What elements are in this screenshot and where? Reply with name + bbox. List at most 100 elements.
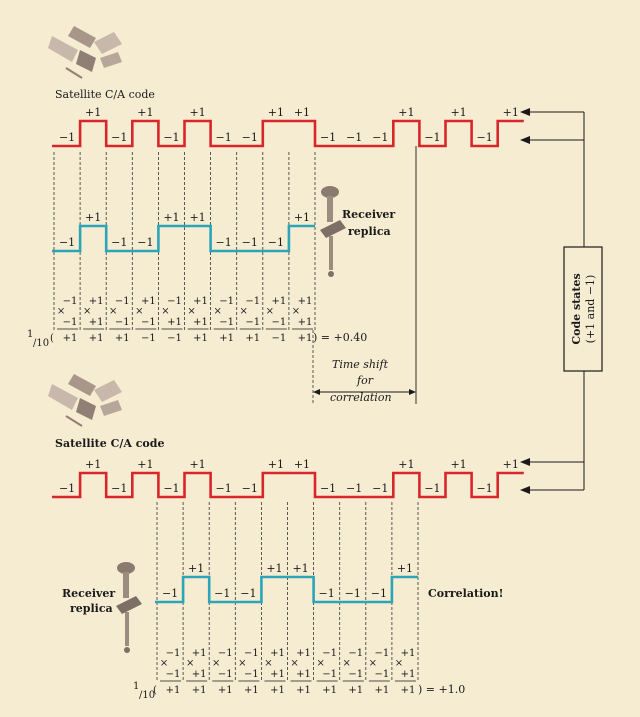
multiply-sign: ×: [161, 306, 169, 317]
product-replica-value: −1: [218, 669, 233, 680]
svg-text:/10: /10: [139, 690, 155, 701]
product-replica-value: +1: [401, 669, 416, 680]
code-states-label: Code states: [570, 273, 583, 344]
svg-text:/10: /10: [33, 338, 49, 349]
chip-label: −1: [345, 587, 361, 600]
product-replica-value: −1: [166, 669, 181, 680]
product-satellite-value: −1: [167, 296, 182, 307]
product-satellite-value: +1: [270, 648, 285, 659]
chip-label: +1: [266, 562, 282, 575]
product-result-value: +1: [348, 685, 363, 696]
product-result-value: +1: [115, 333, 130, 344]
product-replica-value: −1: [348, 669, 363, 680]
multiply-sign: ×: [135, 306, 143, 317]
multiply-sign: ×: [83, 306, 91, 317]
fraction-prefix-bottom: 1 /10: [133, 681, 155, 701]
chip-label: −1: [372, 131, 388, 144]
product-satellite-value: +1: [193, 296, 208, 307]
chip-label: −1: [371, 587, 387, 600]
chip-label: +1: [397, 562, 413, 575]
chip-label: −1: [216, 482, 232, 495]
satellite-icon: [48, 26, 122, 79]
chip-label: −1: [320, 131, 336, 144]
chip-label: −1: [163, 131, 179, 144]
multiply-sign: ×: [240, 306, 248, 317]
product-satellite-value: +1: [298, 296, 313, 307]
product-satellite-value: −1: [244, 648, 259, 659]
chip-label: −1: [319, 587, 335, 600]
product-replica-value: −1: [63, 317, 78, 328]
multiply-sign: ×: [395, 658, 403, 669]
product-calculations: −1×−1+1+1×+1+1−1×−1+1+1×−1−1−1×+1−1+1×+1…: [50, 296, 416, 696]
open-paren: (: [153, 685, 157, 696]
product-satellite-value: +1: [141, 296, 156, 307]
product-satellite-value: +1: [271, 296, 286, 307]
svg-text:1: 1: [133, 681, 139, 692]
product-satellite-value: +1: [401, 648, 416, 659]
product-result-value: −1: [271, 333, 286, 344]
chip-label: −1: [59, 236, 75, 249]
chip-label: +1: [189, 106, 205, 119]
chip-label: +1: [189, 211, 205, 224]
replica-code-waveform: [52, 224, 315, 253]
chip-label: −1: [424, 131, 440, 144]
product-result-value: +1: [219, 333, 234, 344]
chip-label: +1: [137, 458, 153, 471]
time-shift-arrowhead-left: [313, 389, 320, 395]
chip-label: +1: [137, 106, 153, 119]
product-result-value: +1: [193, 333, 208, 344]
chip-label: −1: [424, 482, 440, 495]
chip-label: +1: [268, 106, 284, 119]
chip-label: −1: [163, 482, 179, 495]
chip-label: −1: [477, 482, 493, 495]
product-result-value: +1: [322, 685, 337, 696]
chip-label: +1: [85, 458, 101, 471]
code-state-arrowhead: [520, 486, 530, 494]
chip-label: +1: [85, 106, 101, 119]
chip-label: +1: [188, 562, 204, 575]
chip-label: −1: [242, 131, 258, 144]
multiply-sign: ×: [238, 658, 246, 669]
chip-label: −1: [214, 587, 230, 600]
time-shift-label-1: Time shift: [332, 358, 389, 371]
product-satellite-value: +1: [296, 648, 311, 659]
product-satellite-value: −1: [166, 648, 181, 659]
product-result-value: +1: [298, 333, 313, 344]
multiply-sign: ×: [57, 306, 65, 317]
chip-label: +1: [292, 562, 308, 575]
chip-label: −1: [137, 236, 153, 249]
code-state-arrowhead: [520, 108, 530, 116]
multiply-sign: ×: [290, 658, 298, 669]
chip-label: +1: [163, 211, 179, 224]
chip-label: −1: [240, 587, 256, 600]
time-shift-label-3: correlation: [330, 391, 392, 404]
multiply-sign: ×: [160, 658, 168, 669]
multiply-sign: ×: [292, 306, 300, 317]
product-result-value: +1: [192, 685, 207, 696]
product-replica-value: −1: [244, 669, 259, 680]
multiply-sign: ×: [212, 658, 220, 669]
product-satellite-value: +1: [192, 648, 207, 659]
product-satellite-value: −1: [348, 648, 363, 659]
chip-label: +1: [450, 106, 466, 119]
code-waveforms: −1 +1 −1 +1 −1 +1 −1 −1 +1 +1 −1 −1 −1 +1 −1 +1 −1 +1 −1 +1…: [52, 106, 524, 604]
chip-label: −1: [162, 587, 178, 600]
product-result-value: +1: [374, 685, 389, 696]
product-replica-value: −1: [219, 317, 234, 328]
receiver-replica-label-top-2: replica: [348, 225, 391, 238]
chip-label: +1: [450, 458, 466, 471]
product-block-bottom: −1×−1+1+1×+1+1−1×−1+1−1×−1+1+1×+1+1+1×+1…: [153, 648, 416, 696]
product-result-value: +1: [63, 333, 78, 344]
chip-label: −1: [346, 482, 362, 495]
chip-label: −1: [216, 131, 232, 144]
multiply-sign: ×: [266, 306, 274, 317]
svg-text:1: 1: [27, 329, 33, 340]
product-satellite-value: −1: [322, 648, 337, 659]
fraction-prefix-top: 1 /10: [27, 329, 49, 349]
product-result-value: −1: [167, 333, 182, 344]
multiply-sign: ×: [369, 658, 377, 669]
satellite-code-waveform: [52, 471, 524, 499]
product-satellite-value: +1: [89, 296, 104, 307]
open-paren: (: [50, 333, 54, 344]
product-replica-value: +1: [193, 317, 208, 328]
